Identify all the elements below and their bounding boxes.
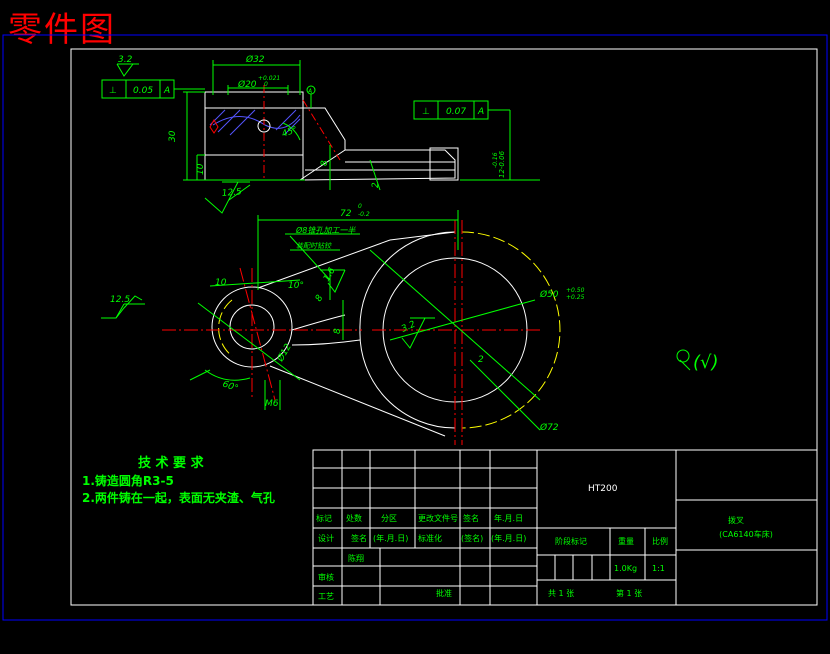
center-lines (162, 220, 540, 445)
rough-32: 3.2 (118, 55, 133, 65)
fcf2-sym: ⊥ (422, 107, 430, 117)
outer-border (2, 34, 828, 621)
datum-mark: A (307, 88, 312, 95)
dim-d20: Ø20 (237, 79, 257, 90)
dim-ang60: 60° (221, 379, 239, 394)
title-block-text: HT200 拨叉 (CA6140车床) 标记 处数 分区 更改文件号 签名 年.… (316, 484, 773, 601)
tb-scale-label: 比例 (652, 536, 668, 546)
front-dimensions (101, 210, 691, 431)
rough-16: 1.6 (322, 266, 338, 284)
tb-sign2: 签名 (351, 533, 367, 543)
dim-d12-tol2: -0.16 (492, 152, 499, 168)
dim-r10b: 10° (288, 281, 304, 291)
tb-material: HT200 (588, 484, 618, 494)
fcf1-datum: A (163, 86, 170, 96)
fcf2-value: 0.07 (446, 107, 466, 117)
dim-extra: 2 (371, 182, 381, 188)
hidden-lines (218, 231, 561, 429)
fcf1-value: 0.05 (133, 86, 153, 96)
tech-requirements: 技 术 要 求 1.铸造圆角R3-5 2.两件铸在一起，表面无夹渣、气孔 (82, 455, 275, 505)
dim-2: 2 (478, 355, 484, 365)
tb-part-sub: (CA6140车床) (719, 529, 773, 539)
tb-sheets: 共 1 张 (548, 589, 574, 598)
tb-sign: 签名 (463, 513, 479, 523)
drawing-heading: 零件图 (8, 10, 116, 50)
rough-125b: 12.5 (110, 295, 130, 305)
tb-review: 审核 (318, 572, 334, 582)
tb-std: 标准化 (418, 533, 442, 543)
tb-zone: 分区 (381, 514, 397, 523)
tb-date2: (年.月.日) (373, 533, 408, 543)
top-view (204, 91, 459, 181)
tb-doc: 更改文件号 (418, 513, 458, 523)
top-dimensions (101, 60, 540, 214)
rough-32b: 3.2 (400, 319, 417, 334)
dim-d20-tol: +0.021 (258, 75, 280, 82)
fcf-2: ⊥ 0.07 A (422, 107, 484, 117)
dim-d20-tol2: 0 (264, 81, 268, 88)
fork-outer-arc (359, 231, 456, 331)
dim-len72-tol: -0.2 (358, 211, 370, 218)
dim-8b: 8 (333, 328, 343, 334)
dim-d12: Ø12 (275, 342, 294, 365)
dim-d50: Ø50 (539, 289, 559, 300)
tech-title: 技 术 要 求 (138, 455, 205, 471)
rough-other: (√) (693, 352, 719, 373)
tb-count: 处数 (346, 513, 362, 523)
tech-line-1: 1.铸造圆角R3-5 (82, 473, 174, 488)
dim-d50-tol2: +0.25 (566, 294, 585, 301)
dim-d50-tol: +0.50 (566, 287, 585, 294)
tb-weight-label: 重量 (618, 536, 634, 546)
tb-design: 设计 (318, 533, 334, 543)
dim-h30: 30 (168, 130, 178, 142)
fcf-1: ⊥ 0.05 A (109, 86, 170, 96)
dim-d12-tol: 12-0.06 (498, 150, 506, 178)
hole-note-2: 装配时钻铰 (296, 242, 332, 250)
dim-h10: 10 (196, 163, 206, 175)
front-view (211, 231, 528, 437)
hole-note: Ø8锥孔加工一半 (295, 225, 356, 235)
center-mark (209, 118, 219, 134)
tb-sign3: (签名) (461, 533, 483, 543)
dim-d32: Ø32 (245, 54, 265, 65)
fcf1-sym: ⊥ (109, 86, 117, 96)
tb-mark: 标记 (316, 513, 332, 523)
dim-len72-tol0: 0 (358, 203, 362, 210)
tb-date: 年.月.日 (494, 513, 523, 523)
title-block (312, 449, 818, 606)
tb-scale: 1:1 (652, 564, 665, 573)
tech-line-2: 2.两件铸在一起，表面无夹渣、气孔 (82, 490, 275, 505)
dim-m6: M6 (265, 399, 279, 409)
tb-part-name: 拨叉 (728, 515, 744, 525)
dim-h8: 8 (320, 160, 330, 166)
tb-date3: (年.月.日) (491, 533, 526, 543)
dim-d72: Ø72 (539, 422, 559, 433)
tb-approve: 批准 (436, 588, 452, 598)
dim-len72: 72 (340, 209, 352, 219)
tb-weight: 1.0Kg (614, 564, 637, 573)
rough-125a: 12.5 (221, 187, 242, 199)
tb-stage: 阶段标记 (555, 536, 587, 546)
dim-r10: 10 (215, 278, 227, 288)
tb-process: 工艺 (318, 592, 334, 601)
hatch-pattern (209, 109, 301, 136)
dim-d8: 8 (314, 293, 326, 303)
tb-drafter: 陈翔 (348, 553, 364, 563)
tb-sheet-no: 第 1 张 (616, 588, 642, 598)
fcf2-datum: A (477, 107, 484, 117)
